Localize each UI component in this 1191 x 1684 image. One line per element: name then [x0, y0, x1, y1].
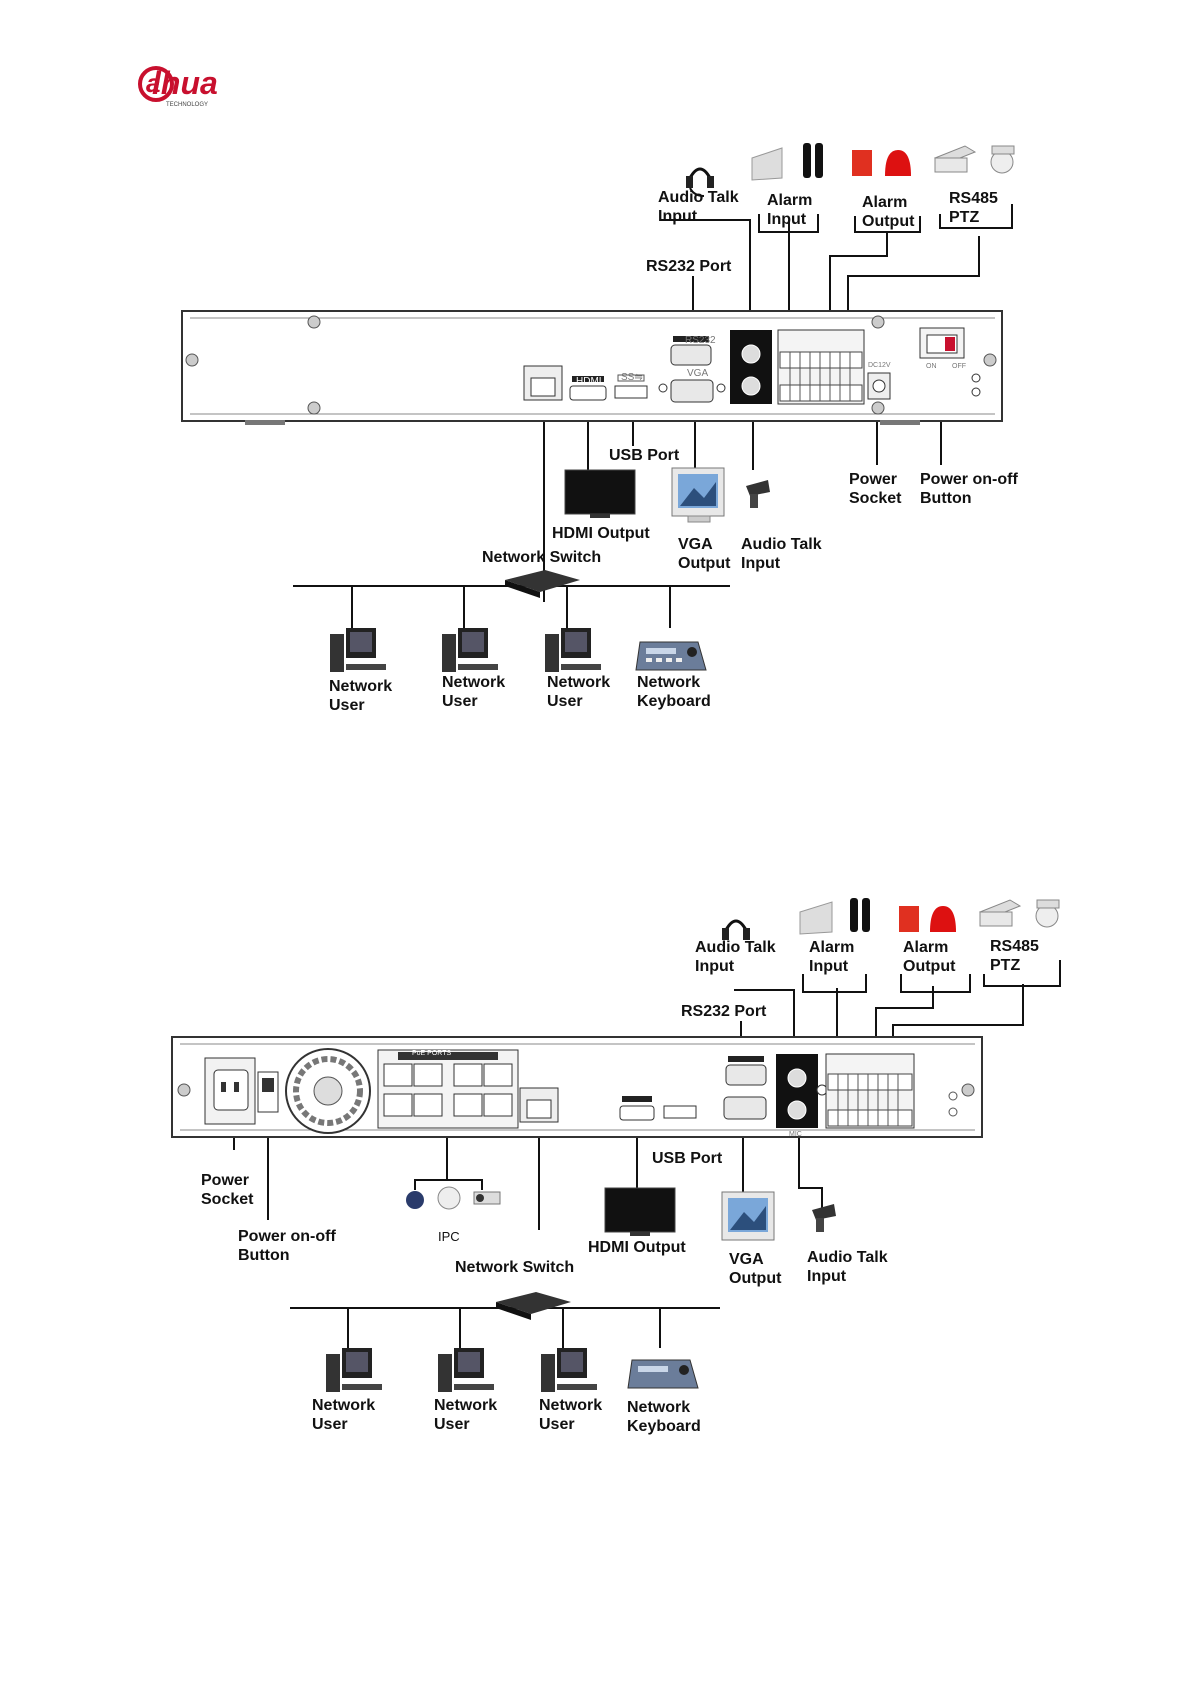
ptz-camera-icon — [978, 899, 1060, 928]
label-network-keyboard: Network Keyboard — [627, 1399, 701, 1435]
label-alarm-output: Alarm Output — [903, 939, 956, 975]
label-hdmi-output: HDMI Output — [588, 1239, 686, 1256]
label-audio-talk-input-top: Audio Talk Input — [658, 189, 739, 225]
label-vga-output: VGA Output — [729, 1251, 782, 1287]
label-power-onoff-button: Power on-off Button — [920, 471, 1018, 507]
label-power-socket: Power Socket — [849, 471, 902, 507]
connector-lines — [233, 960, 1061, 1348]
alarm-siren-icon — [852, 150, 911, 176]
network-keyboard-icon — [635, 641, 707, 671]
svg-text:lhua: lhua — [152, 65, 218, 101]
microphone-icon — [746, 480, 770, 508]
label-network-user-3: Network User — [547, 674, 611, 710]
label-rs485-ptz: RS485 PTZ — [949, 190, 998, 226]
label-audio-talk-input-top: Audio Talk Input — [695, 939, 776, 975]
svg-text:TECHNOLOGY: TECHNOLOGY — [166, 102, 208, 108]
label-usb-port: USB Port — [652, 1150, 723, 1167]
hdmi-port-mark: HDMI — [576, 376, 602, 387]
vga-monitor-icon — [721, 1191, 775, 1241]
mic-mark: MIC — [789, 1131, 802, 1138]
label-rs232-port: RS232 Port — [646, 258, 732, 275]
vga-monitor-icon — [671, 467, 725, 523]
diagram-2-graphics — [171, 898, 1061, 1392]
headset-icon — [686, 167, 714, 197]
network-switch-icon — [496, 1292, 571, 1320]
pir-sensor-icon — [751, 147, 783, 181]
label-power-onoff-button: Power on-off Button — [238, 1228, 336, 1264]
poe-nvr-rear-panel — [171, 1036, 983, 1138]
hdmi-monitor-icon — [604, 1187, 676, 1236]
label-ipc: IPC — [438, 1229, 460, 1244]
network-user-computer-icons — [326, 1348, 597, 1392]
label-network-user-2: Network User — [434, 1397, 498, 1433]
label-network-user-1: Network User — [312, 1397, 376, 1433]
label-alarm-input: Alarm Input — [767, 192, 813, 228]
label-vga-output: VGA Output — [678, 536, 731, 572]
label-usb-port: USB Port — [609, 447, 680, 464]
poe-ports-mark: PoE PORTS — [412, 1050, 452, 1057]
network-switch-icon — [505, 570, 580, 598]
ptz-camera-icon — [933, 145, 1015, 174]
hdmi-monitor-icon — [564, 469, 636, 518]
off-mark: OFF — [952, 363, 966, 370]
headset-icon — [722, 919, 750, 940]
label-network-switch: Network Switch — [482, 549, 602, 566]
label-power-socket: Power Socket — [201, 1172, 254, 1208]
ipc-camera-icons — [406, 1186, 501, 1210]
label-audio-talk-input-bottom: Audio Talk Input — [741, 536, 822, 572]
label-alarm-output: Alarm Output — [862, 194, 915, 230]
label-network-user-3: Network User — [539, 1397, 603, 1433]
network-user-computer-icons — [330, 628, 601, 672]
beam-sensor-icon — [850, 898, 870, 932]
nvr-rear-panel — [181, 310, 1003, 425]
vga-port-mark: VGA — [687, 368, 709, 379]
label-network-keyboard: Network Keyboard — [637, 674, 711, 710]
beam-sensor-icon — [803, 143, 823, 178]
label-network-switch: Network Switch — [455, 1259, 575, 1276]
dc12v-mark: DC12V — [868, 362, 891, 369]
network-keyboard-icon — [627, 1359, 699, 1389]
connection-diagram-2: Audio Talk Input Alarm Input Alarm Outpu… — [0, 760, 1191, 1520]
label-network-user-2: Network User — [442, 674, 506, 710]
label-rs232-port: RS232 Port — [681, 1003, 767, 1020]
label-network-user-1: Network User — [329, 678, 393, 714]
label-hdmi-output: HDMI Output — [552, 525, 650, 542]
svg-text:a: a — [146, 68, 160, 98]
dahua-logo: lhua a TECHNOLOGY — [130, 62, 270, 112]
label-alarm-input: Alarm Input — [809, 939, 855, 975]
pir-sensor-icon — [799, 901, 833, 935]
on-mark: ON — [926, 363, 937, 370]
usb-port-mark: SS⇋ — [621, 372, 643, 383]
diagram-1-graphics — [181, 143, 1015, 672]
label-rs485-ptz: RS485 PTZ — [990, 938, 1039, 974]
rs232-port-mark: RS232 — [685, 335, 716, 346]
label-audio-talk-input-bottom: Audio Talk Input — [807, 1249, 888, 1285]
microphone-icon — [812, 1204, 836, 1232]
connection-diagram-1: Audio Talk Input Alarm Input Alarm Outpu… — [0, 0, 1191, 760]
alarm-siren-icon — [899, 906, 956, 932]
